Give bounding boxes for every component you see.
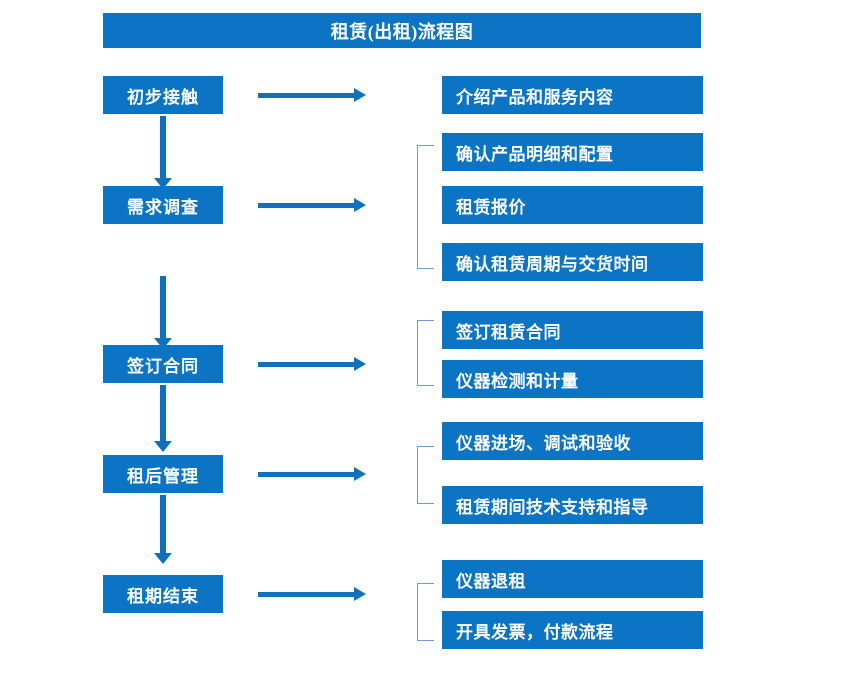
stage-node-4[interactable]: 租后管理 — [103, 455, 223, 493]
right-arrow-icon-2 — [258, 198, 366, 212]
arrow-shaft — [258, 592, 356, 597]
page-title: 租赁(出租)流程图 — [103, 13, 701, 48]
arrow-head — [354, 88, 366, 102]
arrow-head — [154, 553, 172, 564]
arrow-shaft — [258, 472, 356, 477]
right-arrow-icon-3 — [258, 357, 366, 371]
arrow-shaft — [160, 116, 166, 178]
detail-node-5-2[interactable]: 开具发票，付款流程 — [442, 611, 703, 649]
right-arrow-icon-1 — [258, 88, 366, 102]
arrow-head — [154, 441, 172, 452]
detail-node-1-1[interactable]: 介绍产品和服务内容 — [442, 76, 703, 114]
group-bracket-4 — [417, 446, 434, 504]
detail-node-2-2[interactable]: 租赁报价 — [442, 186, 703, 224]
group-bracket-2 — [417, 145, 434, 269]
arrow-head — [154, 178, 172, 189]
stage-node-3[interactable]: 签订合同 — [103, 345, 223, 383]
group-bracket-3 — [417, 320, 434, 386]
arrow-head — [354, 357, 366, 371]
detail-node-4-1[interactable]: 仪器进场、调试和验收 — [442, 422, 703, 460]
arrow-head — [354, 587, 366, 601]
down-arrow-icon-1 — [152, 116, 174, 190]
down-arrow-icon-2 — [152, 276, 174, 350]
right-arrow-icon-5 — [258, 587, 366, 601]
arrow-head — [354, 467, 366, 481]
stage-node-5[interactable]: 租期结束 — [103, 575, 223, 613]
detail-node-3-2[interactable]: 仪器检测和计量 — [442, 360, 703, 398]
down-arrow-icon-4 — [152, 495, 174, 565]
detail-node-2-3[interactable]: 确认租赁周期与交货时间 — [442, 243, 703, 281]
arrow-shaft — [160, 495, 166, 553]
arrow-head — [154, 338, 172, 349]
detail-node-5-1[interactable]: 仪器退租 — [442, 560, 703, 598]
group-bracket-5 — [417, 583, 434, 641]
down-arrow-icon-3 — [152, 385, 174, 453]
detail-node-4-2[interactable]: 租赁期间技术支持和指导 — [442, 486, 703, 524]
right-arrow-icon-4 — [258, 467, 366, 481]
arrow-shaft — [258, 93, 356, 98]
detail-node-3-1[interactable]: 签订租赁合同 — [442, 311, 703, 349]
detail-node-2-1[interactable]: 确认产品明细和配置 — [442, 133, 703, 171]
arrow-shaft — [258, 362, 356, 367]
arrow-shaft — [160, 385, 166, 441]
arrow-shaft — [160, 276, 166, 338]
stage-node-2[interactable]: 需求调查 — [103, 186, 223, 224]
arrow-shaft — [258, 203, 356, 208]
arrow-head — [354, 198, 366, 212]
stage-node-1[interactable]: 初步接触 — [103, 76, 223, 114]
